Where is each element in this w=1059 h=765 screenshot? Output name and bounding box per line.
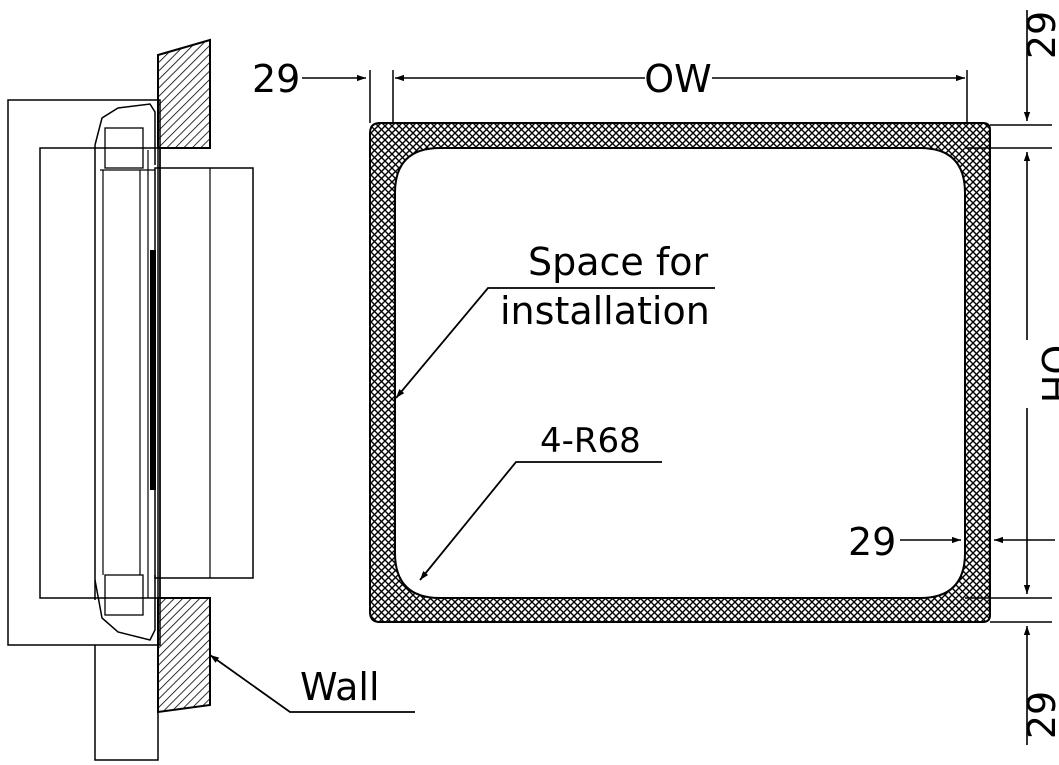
- rear-box-outline: [154, 167, 254, 579]
- space-leader-line: [395, 287, 715, 399]
- door-profile-bottom: [94, 575, 156, 641]
- hinge-bottom: [104, 574, 144, 616]
- wall-leader-line: [209, 654, 415, 713]
- oh-label: OH: [1033, 345, 1059, 403]
- space-label-line1: Space for: [528, 240, 709, 284]
- outer-panel-outline: [7, 99, 161, 646]
- dim-29-inner-right: 29: [848, 520, 896, 564]
- front-view: OW 29 29 OH 29 29 Space for installation…: [252, 10, 1059, 745]
- installation-space-band: [369, 122, 991, 623]
- seal-strip: [150, 250, 156, 490]
- door-profile-top: [94, 103, 156, 165]
- wall-upper-section: [157, 38, 211, 149]
- hinge-top: [104, 127, 144, 169]
- dim-29-top-right: 29: [1020, 11, 1059, 59]
- space-label-line2: installation: [500, 289, 710, 333]
- radius-label: 4-R68: [540, 421, 641, 461]
- ow-label: OW: [644, 57, 711, 101]
- side-view: Wall: [7, 38, 415, 761]
- wall-label: Wall: [300, 665, 380, 709]
- dim-29-top-left: 29: [252, 57, 300, 101]
- radius-leader-line: [419, 461, 662, 581]
- wall-lower-section: [157, 597, 211, 714]
- inner-frame-outline: [39, 147, 161, 599]
- lower-extension-outline: [94, 645, 159, 761]
- dim-29-bottom-right: 29: [1020, 691, 1059, 739]
